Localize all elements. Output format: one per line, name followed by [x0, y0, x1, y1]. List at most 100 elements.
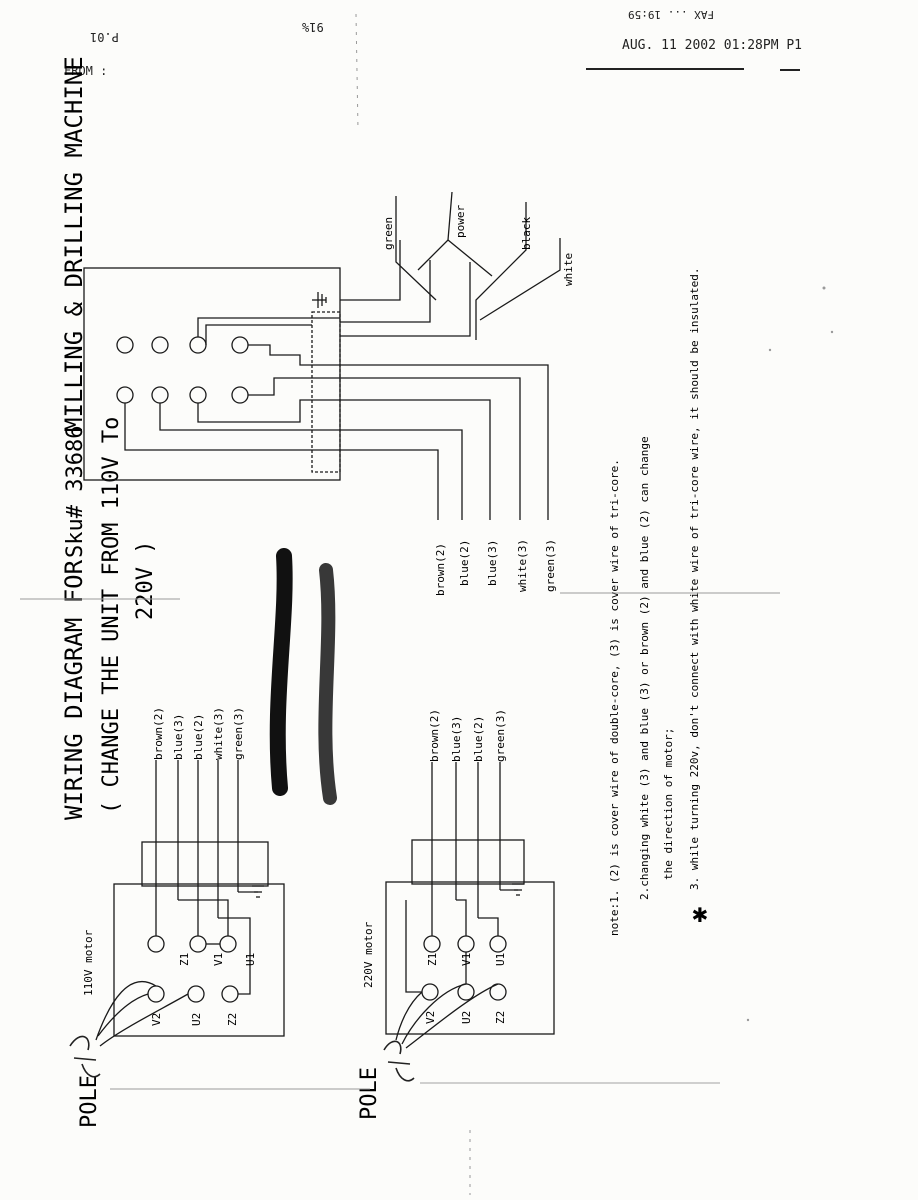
- feed-white: [479, 238, 561, 321]
- scan-noise: [20, 286, 834, 1090]
- pole-lead: [401, 983, 467, 1045]
- wire-ground-feed: [340, 240, 401, 301]
- wire-green3: [248, 344, 549, 520]
- motor-110-wire: [218, 917, 251, 995]
- switch-wire-label: blue(3): [486, 540, 499, 586]
- motor-110-terminal-v2: [147, 985, 165, 1003]
- wire-blue2: [159, 403, 463, 520]
- motor-110-label: 110V motor: [82, 929, 95, 996]
- motor-220-label: 220V motor: [362, 921, 375, 988]
- motor-220-connector: [411, 839, 525, 885]
- title-subtitle-line1: ( CHANGE THE UNIT FROM 110V To: [99, 417, 124, 814]
- switch-block: [83, 191, 561, 520]
- wire-power-feed: [340, 262, 471, 337]
- feed-label-white: white: [562, 253, 575, 286]
- motor-110-terminal-z1: [147, 935, 165, 953]
- motor-110-wire-label: green(3): [232, 707, 245, 760]
- switch-wire-label: white(3): [516, 539, 529, 592]
- cable-marker-stroke: [269, 548, 293, 796]
- motor-110-block: [95, 760, 285, 1047]
- wire-internal: [197, 317, 340, 337]
- title-part2: MILLING & DRILLING MACHINE: [60, 56, 88, 432]
- wire-blue3: [197, 399, 491, 520]
- switch-terminal: [116, 336, 134, 354]
- motor-110-wire: [178, 899, 229, 936]
- switch-terminal: [116, 386, 134, 404]
- title-part1: WIRING DIAGRAM FOR: [60, 559, 88, 820]
- terminal-label: U2: [460, 1011, 473, 1024]
- terminal-label: U1: [494, 953, 507, 966]
- pole-lead: [99, 993, 189, 1047]
- pole-lead: [95, 980, 157, 1041]
- motor-110-terminal-z2: [221, 985, 239, 1003]
- wire-power-feed: [340, 260, 431, 323]
- header-fax-timestamp: AUG. 11 2002 01:28PM P1: [622, 38, 803, 53]
- switch-wire-label: blue(2): [458, 540, 471, 586]
- switch-terminal: [231, 386, 249, 404]
- switch-wire-label: brown(2): [434, 543, 447, 596]
- terminal-label: Z1: [178, 953, 191, 966]
- motor-220-wire: [456, 899, 467, 936]
- wire-brown2: [124, 403, 439, 520]
- motor-110-wire-label: blue(3): [172, 714, 185, 760]
- motor-110-pole-label: POLE: [77, 1075, 102, 1128]
- motor-220-terminal-z1: [423, 935, 441, 953]
- switch-terminal: [231, 336, 249, 354]
- feed-label-black: black: [520, 217, 533, 250]
- terminal-label: V1: [212, 953, 225, 966]
- motor-110-wire-label: white(3): [212, 707, 225, 760]
- motor-220-wire: [405, 900, 422, 993]
- switch-wire-label: green(3): [544, 539, 557, 592]
- terminal-label: U2: [190, 1013, 203, 1026]
- handwritten-mark: [69, 1035, 101, 1078]
- ground-symbol: [312, 292, 327, 308]
- power-arrow: [417, 239, 493, 277]
- motor-110-terminal-u1: [219, 935, 237, 953]
- motor-110-wire-label: brown(2): [152, 707, 165, 760]
- note-2a: 2.changing white (3) and blue (3) or bro…: [638, 436, 651, 900]
- motor-220-wire-label: blue(3): [450, 716, 463, 762]
- motor-220-terminal-v1: [457, 935, 475, 953]
- power-label: power: [454, 205, 467, 238]
- motor-220-terminal-v2: [421, 983, 439, 1001]
- motor-220-wire: [478, 917, 499, 936]
- switch-terminal: [189, 336, 207, 354]
- feed-label-green: green: [382, 217, 395, 250]
- fold-line: [355, 13, 359, 131]
- title-subtitle-line2: 220V ): [133, 541, 158, 620]
- terminal-label: Z1: [426, 953, 439, 966]
- pole-lead: [405, 983, 499, 1049]
- pole-lead: [97, 993, 149, 1037]
- switch-terminal: [151, 336, 169, 354]
- switch-terminal: [151, 386, 169, 404]
- motor-110-terminal-v1: [189, 935, 207, 953]
- motor-110-box: [113, 883, 285, 1037]
- motor-220-wire-label: green(3): [494, 709, 507, 762]
- motor-220-box: [385, 881, 555, 1035]
- cable-marker-stroke: [318, 563, 337, 805]
- terminal-label: U1: [244, 953, 257, 966]
- motor-220-pole-label: POLE: [357, 1067, 382, 1120]
- terminal-label: Z2: [226, 1013, 239, 1026]
- terminal-label: Z2: [494, 1011, 507, 1024]
- note-3: 3. while turning 220v, don't connect wit…: [688, 267, 701, 890]
- switch-terminal: [189, 386, 207, 404]
- power-arrow: [447, 191, 453, 241]
- feed-black: [475, 202, 527, 340]
- wire-white3: [248, 377, 521, 520]
- terminal-label: V2: [150, 1013, 163, 1026]
- pole-lead: [395, 991, 423, 1041]
- motor-220-wire-label: brown(2): [428, 709, 441, 762]
- motor-220-terminal-u2: [457, 983, 475, 1001]
- motor-220-block: [385, 762, 555, 1049]
- header-from: FROM :: [64, 64, 108, 78]
- switch-inner-strip: [311, 311, 341, 473]
- feed-green: [395, 196, 437, 301]
- terminal-label: V2: [424, 1011, 437, 1024]
- motor-110-wire-label: blue(2): [192, 714, 205, 760]
- motor-220-wire-label: blue(2): [472, 716, 485, 762]
- handwritten-mark: [383, 1040, 415, 1082]
- note-2b: the direction of motor;: [662, 728, 675, 880]
